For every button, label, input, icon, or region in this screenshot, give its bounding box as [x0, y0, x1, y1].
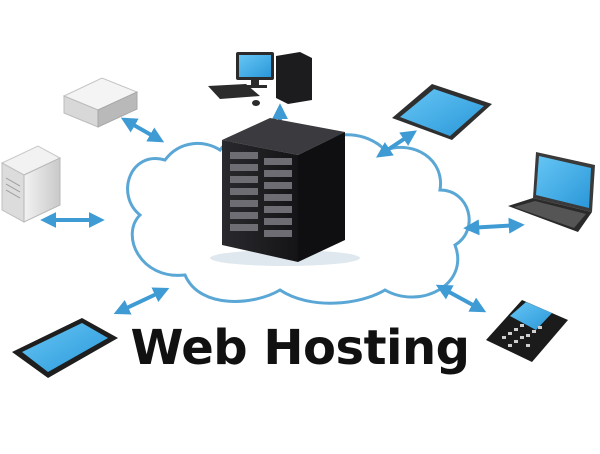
smartphone-qwerty-icon [486, 300, 568, 362]
laptop-icon [508, 152, 595, 232]
diagram-title: Web Hosting [130, 320, 470, 376]
arrow-smartphone-qwerty [435, 284, 487, 313]
network-appliance-icon [62, 77, 139, 128]
smartphone-icon [12, 318, 118, 378]
desktop-pc-icon [208, 52, 312, 106]
server-tower-icon [0, 145, 62, 223]
arrow-network-appliance [120, 117, 165, 143]
server-rack-icon [210, 118, 360, 266]
arrow-laptop [463, 217, 525, 236]
tablet-icon [392, 84, 492, 140]
connection-arrows [40, 103, 525, 315]
arrow-smartphone [113, 287, 170, 315]
arrow-tablet [376, 130, 417, 158]
